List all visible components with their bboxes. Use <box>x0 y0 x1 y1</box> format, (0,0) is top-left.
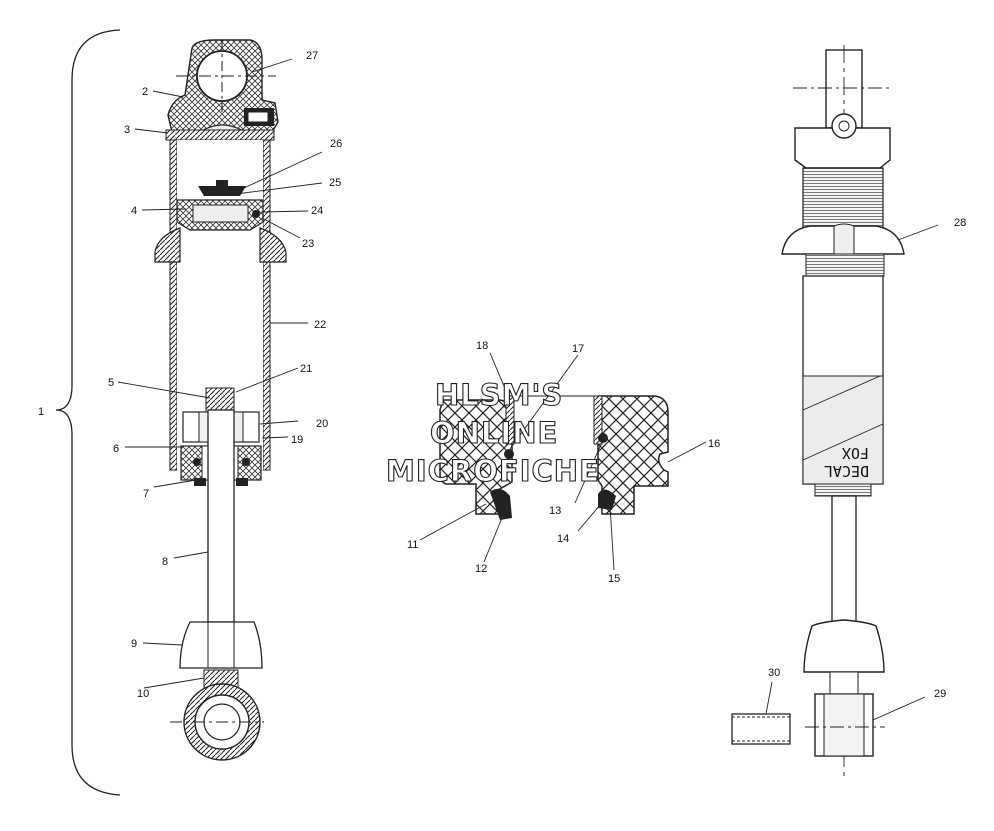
callout-26: 26 <box>330 138 342 150</box>
seal-o-ring-13 <box>598 433 608 443</box>
spring-collar-left <box>154 227 181 263</box>
callout-22: 22 <box>314 319 326 331</box>
callout-17: 17 <box>572 343 584 355</box>
seal-head-detail <box>439 395 669 520</box>
watermark-line-1: HLSM'S <box>435 378 563 412</box>
watermark: HLSM'S ONLINE MICROFICHE <box>385 377 600 488</box>
callout-1: 1 <box>38 406 44 418</box>
callout-7: 7 <box>143 488 149 500</box>
callout-28: 28 <box>954 217 966 229</box>
callout-15: 15 <box>608 573 620 585</box>
exterior-bumper <box>803 619 885 673</box>
exterior-shaft <box>831 495 857 625</box>
callout-11: 11 <box>407 539 418 551</box>
air-can-wall-left <box>169 139 178 471</box>
callout-23: 23 <box>302 238 314 250</box>
seal-14-15 <box>598 489 616 510</box>
callout-27: 27 <box>306 50 318 62</box>
callout-19: 19 <box>291 434 303 446</box>
callout-6: 6 <box>113 443 119 455</box>
watermark-line-2: ONLINE <box>430 416 558 450</box>
shock-cross-section <box>154 39 287 761</box>
callout-5: 5 <box>108 377 114 389</box>
callout-16: 16 <box>708 438 720 450</box>
seal-o-ring-17 <box>504 449 514 459</box>
decal-brand: FOX <box>842 444 869 462</box>
callout-14: 14 <box>557 533 569 545</box>
seal-head-right-liner <box>593 395 603 445</box>
piston-o-ring <box>252 210 260 218</box>
threaded-body <box>802 167 884 229</box>
callout-24: 24 <box>311 205 323 217</box>
callout-13: 13 <box>549 505 561 517</box>
cap-seal-ring <box>165 129 275 141</box>
callout-21: 21 <box>300 363 312 375</box>
callout-8: 8 <box>162 556 168 568</box>
callout-numbers: 1 2 3 4 5 6 7 8 9 10 11 12 13 14 15 16 1… <box>38 50 966 700</box>
spring-collar-right <box>259 227 287 263</box>
shock-shaft <box>207 409 235 623</box>
callout-10: 10 <box>137 688 149 700</box>
seal-head-left-liner <box>505 395 515 445</box>
watermark-line-3: MICROFICHE <box>386 454 600 488</box>
fox-decal: DECAL FOX <box>824 444 869 480</box>
callout-2: 2 <box>142 86 148 98</box>
assembly-brace <box>55 29 121 796</box>
callout-18: 18 <box>476 340 488 352</box>
callout-25: 25 <box>329 177 341 189</box>
bottom-out-bumper <box>179 621 263 669</box>
callout-29: 29 <box>934 688 946 700</box>
wiper-seal <box>194 478 206 486</box>
bushing-sleeve <box>731 713 791 745</box>
callout-3: 3 <box>124 124 130 136</box>
shock-exterior-view <box>781 45 905 780</box>
callout-9: 9 <box>131 638 137 650</box>
callout-12: 12 <box>475 563 487 575</box>
callout-4: 4 <box>131 205 137 217</box>
callout-30: 30 <box>768 667 780 679</box>
decal-word: DECAL <box>824 462 869 480</box>
seal-head-right-half <box>597 395 669 515</box>
leader-lines <box>117 58 939 721</box>
callout-20: 20 <box>316 418 328 430</box>
piston-nut <box>205 387 235 413</box>
seal-11-12 <box>490 488 512 520</box>
